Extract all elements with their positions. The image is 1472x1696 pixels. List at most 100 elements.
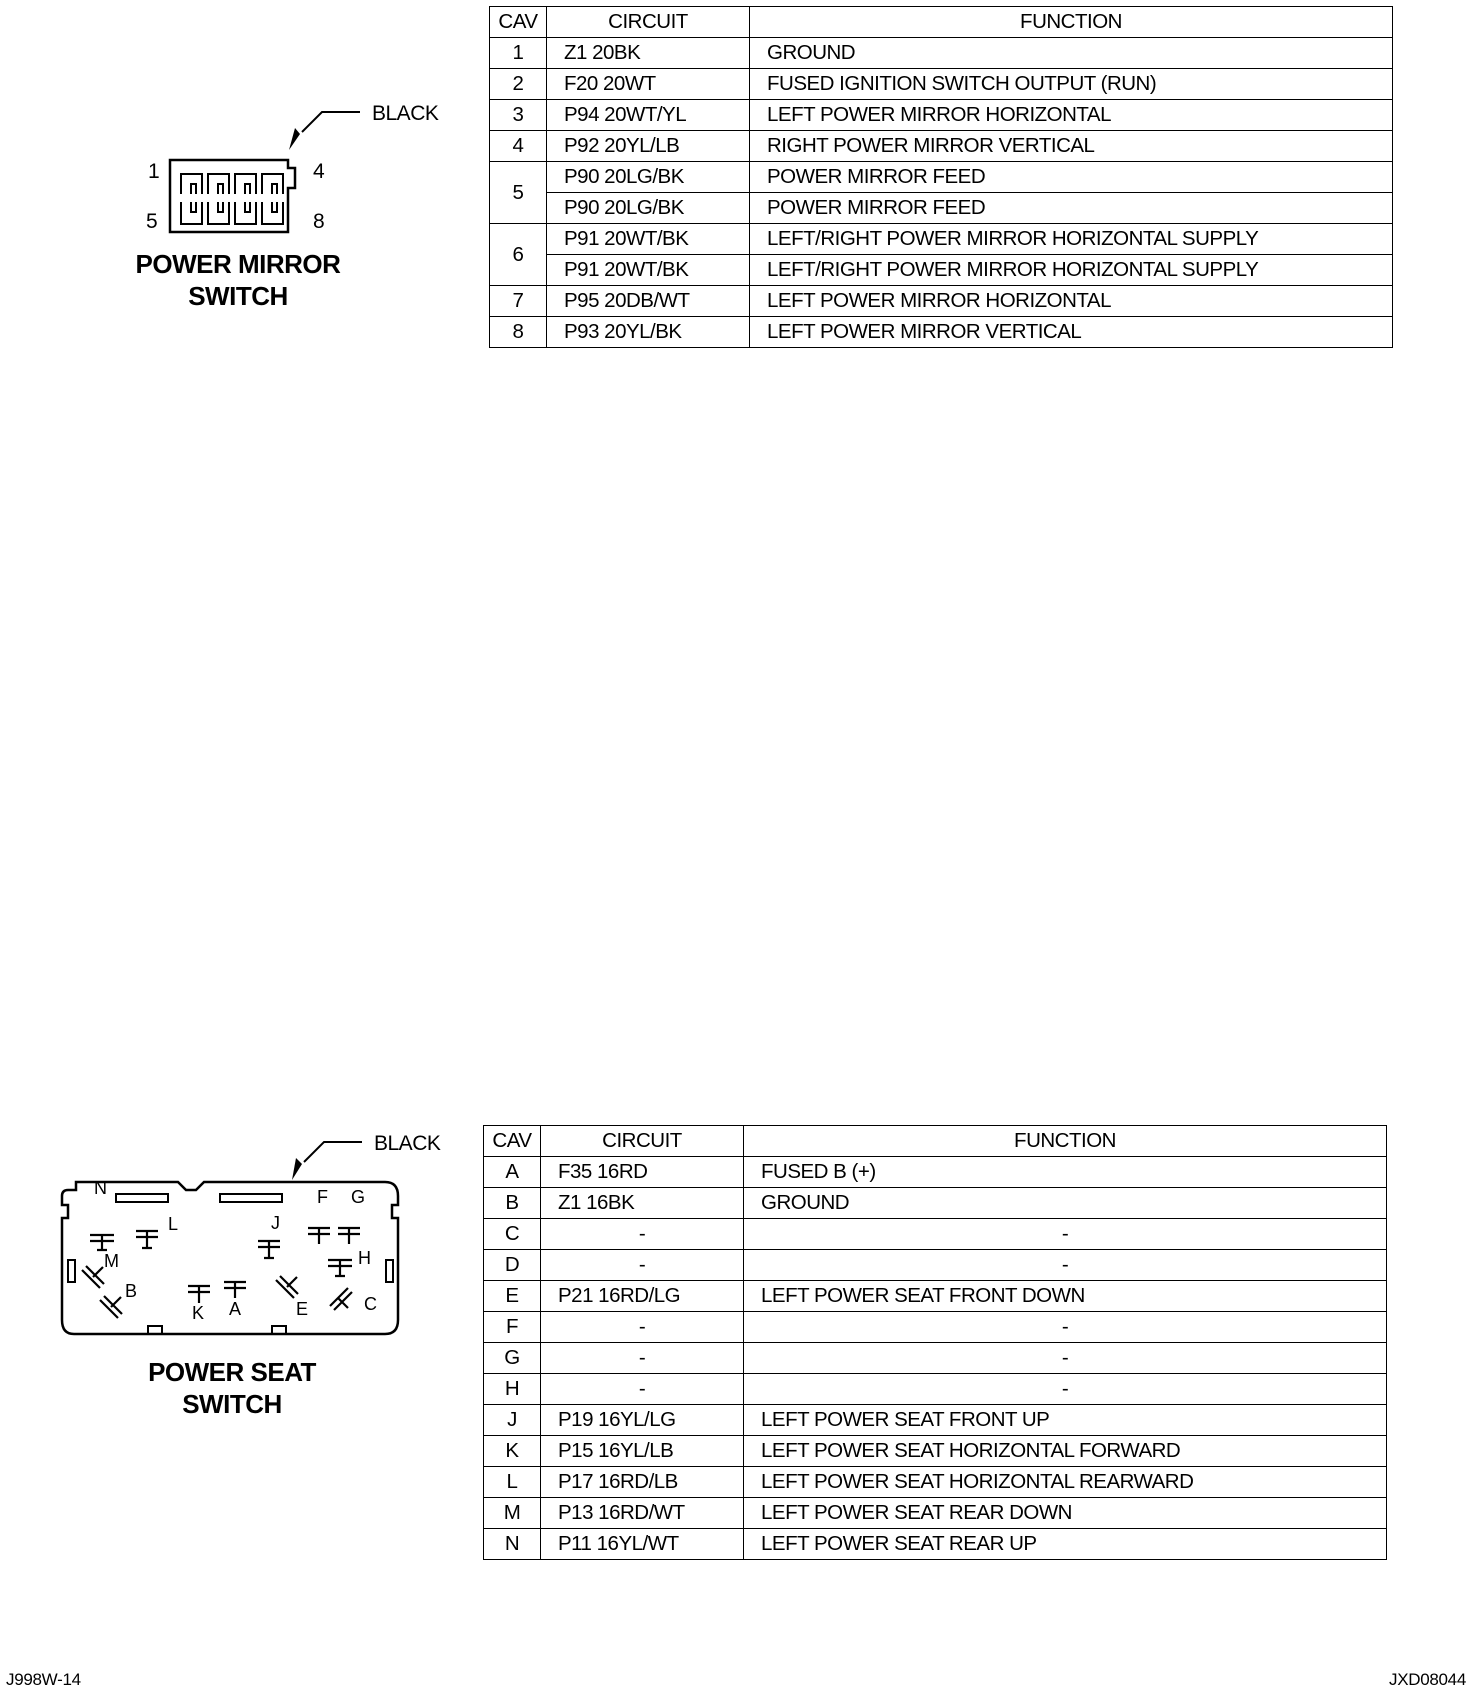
table-row: H--: [483, 1373, 1387, 1405]
function-cell: LEFT/RIGHT POWER MIRROR HORIZONTAL SUPPL…: [749, 223, 1393, 255]
table-row: F--: [483, 1311, 1387, 1343]
cav-cell: 2: [489, 68, 547, 100]
function-cell: RIGHT POWER MIRROR VERTICAL: [749, 130, 1393, 162]
seat-terminal-label-k: K: [192, 1303, 204, 1323]
circuit-cell: P11 16YL/WT: [540, 1528, 744, 1560]
function-cell: -: [743, 1249, 1387, 1281]
cav-cell: G: [483, 1342, 541, 1374]
cav-cell: 8: [489, 316, 547, 348]
seat-terminal-label-g: G: [351, 1187, 365, 1207]
function-cell: -: [743, 1218, 1387, 1250]
function-cell: LEFT POWER SEAT HORIZONTAL REARWARD: [743, 1466, 1387, 1498]
table-row: 5 P90 20LG/BK POWER MIRROR FEED: [489, 161, 1393, 224]
seat-terminal-label-h: H: [358, 1248, 371, 1268]
seat-bottom-tab: [271, 1325, 287, 1335]
function-cell: LEFT POWER SEAT HORIZONTAL FORWARD: [743, 1435, 1387, 1467]
header-cav: CAV: [489, 6, 547, 38]
header-circuit: CIRCUIT: [540, 1125, 744, 1157]
table-row: 3 P94 20WT/YL LEFT POWER MIRROR HORIZONT…: [489, 99, 1393, 131]
table-row: P91 20WT/BK LEFT/RIGHT POWER MIRROR HORI…: [490, 254, 1393, 286]
function-cell: -: [743, 1311, 1387, 1343]
seat-side-latch: [385, 1259, 394, 1283]
function-cell: LEFT POWER MIRROR HORIZONTAL: [749, 285, 1393, 317]
table-row: 2 F20 20WT FUSED IGNITION SWITCH OUTPUT …: [489, 68, 1393, 100]
cav-cell: M: [483, 1497, 541, 1529]
cav-cell: J: [483, 1404, 541, 1436]
circuit-cell: P17 16RD/LB: [540, 1466, 744, 1498]
mirror-connector-svg: [168, 111, 360, 234]
seat-slot: [219, 1193, 283, 1203]
seat-terminal-label-l: L: [168, 1214, 178, 1234]
function-cell: FUSED B (+): [743, 1156, 1387, 1188]
mirror-pin-8-label: 8: [313, 210, 325, 233]
leader-arrowhead: [292, 1158, 302, 1180]
seat-terminal-label-j: J: [271, 1213, 280, 1233]
seat-connector-color-label: BLACK: [374, 1132, 441, 1155]
circuit-cell: -: [540, 1249, 744, 1281]
function-cell: LEFT POWER MIRROR VERTICAL: [749, 316, 1393, 348]
function-cell: POWER MIRROR FEED: [749, 161, 1393, 193]
mirror-switch-title: POWER MIRROR SWITCH: [118, 248, 358, 312]
function-cell: LEFT POWER SEAT FRONT UP: [743, 1404, 1387, 1436]
cav-cell: D: [483, 1249, 541, 1281]
circuit-cell: Z1 20BK: [546, 37, 750, 69]
circuit-cell: P90 20LG/BK: [546, 192, 750, 224]
seat-connector-housing: [60, 1180, 400, 1336]
circuit-cell: Z1 16BK: [540, 1187, 744, 1219]
circuit-cell: -: [540, 1373, 744, 1405]
cav-cell: B: [483, 1187, 541, 1219]
cav-cell: E: [483, 1280, 541, 1312]
seat-connector-svg: [60, 1141, 400, 1336]
footer-left-code: J998W-14: [6, 1670, 81, 1689]
table-row: P90 20LG/BK POWER MIRROR FEED: [490, 192, 1393, 224]
seat-table-header: CAV CIRCUIT FUNCTION: [483, 1125, 1387, 1157]
seat-terminal-label-f: F: [317, 1187, 328, 1207]
cav-cell: A: [483, 1156, 541, 1188]
cav-cell: K: [483, 1435, 541, 1467]
cav-cell: F: [483, 1311, 541, 1343]
seat-terminal-label-m: M: [104, 1251, 119, 1271]
table-row: 8 P93 20YL/BK LEFT POWER MIRROR VERTICAL: [489, 316, 1393, 348]
circuit-cell: P93 20YL/BK: [546, 316, 750, 348]
circuit-cell: F20 20WT: [546, 68, 750, 100]
seat-terminal-label-c: C: [364, 1294, 377, 1314]
mirror-pin-1-label: 1: [148, 160, 160, 183]
black-leader-line: [301, 111, 360, 133]
mirror-connector-housing: [168, 158, 297, 234]
circuit-cell: F35 16RD: [540, 1156, 744, 1188]
cav-cell: N: [483, 1528, 541, 1560]
mirror-title-line2: SWITCH: [188, 281, 288, 311]
function-cell: POWER MIRROR FEED: [749, 192, 1393, 224]
header-circuit: CIRCUIT: [546, 6, 750, 38]
seat-title-line1: POWER SEAT: [148, 1357, 316, 1387]
mirror-bottom-cavities: [180, 202, 284, 225]
circuit-cell: -: [540, 1311, 744, 1343]
seat-bottom-tab: [147, 1325, 163, 1335]
header-function: FUNCTION: [749, 6, 1393, 38]
function-cell: GROUND: [749, 37, 1393, 69]
mirror-table-header: CAV CIRCUIT FUNCTION: [489, 6, 1393, 38]
function-cell: LEFT POWER SEAT REAR DOWN: [743, 1497, 1387, 1529]
cav-cell: 7: [489, 285, 547, 317]
table-row: G--: [483, 1342, 1387, 1374]
mirror-pin-5-label: 5: [146, 210, 158, 233]
seat-title-line2: SWITCH: [182, 1389, 282, 1419]
table-row: 6 P91 20WT/BK LEFT/RIGHT POWER MIRROR HO…: [489, 223, 1393, 286]
table-row: 4 P92 20YL/LB RIGHT POWER MIRROR VERTICA…: [489, 130, 1393, 162]
function-cell: LEFT POWER MIRROR HORIZONTAL: [749, 99, 1393, 131]
function-cell: FUSED IGNITION SWITCH OUTPUT (RUN): [749, 68, 1393, 100]
table-row: 1 Z1 20BK GROUND: [489, 37, 1393, 69]
cav-cell: 3: [489, 99, 547, 131]
circuit-cell: P19 16YL/LG: [540, 1404, 744, 1436]
circuit-cell: -: [540, 1342, 744, 1374]
mirror-connector-color-label: BLACK: [372, 102, 439, 125]
function-cell: -: [743, 1373, 1387, 1405]
circuit-cell: P91 20WT/BK: [546, 254, 750, 286]
